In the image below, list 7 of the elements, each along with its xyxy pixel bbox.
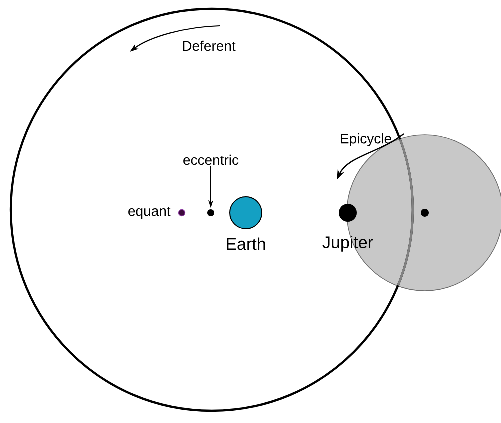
- node-label: eccentric: [184, 154, 239, 166]
- text-label: Jupiter: [322, 236, 374, 252]
- text-label: Earth: [227, 238, 266, 250]
- text-label: Deferent: [183, 40, 236, 52]
- eccentric-dot: [208, 210, 214, 216]
- text-label: Epicycle: [341, 133, 392, 147]
- text-label: equant: [128, 207, 171, 219]
